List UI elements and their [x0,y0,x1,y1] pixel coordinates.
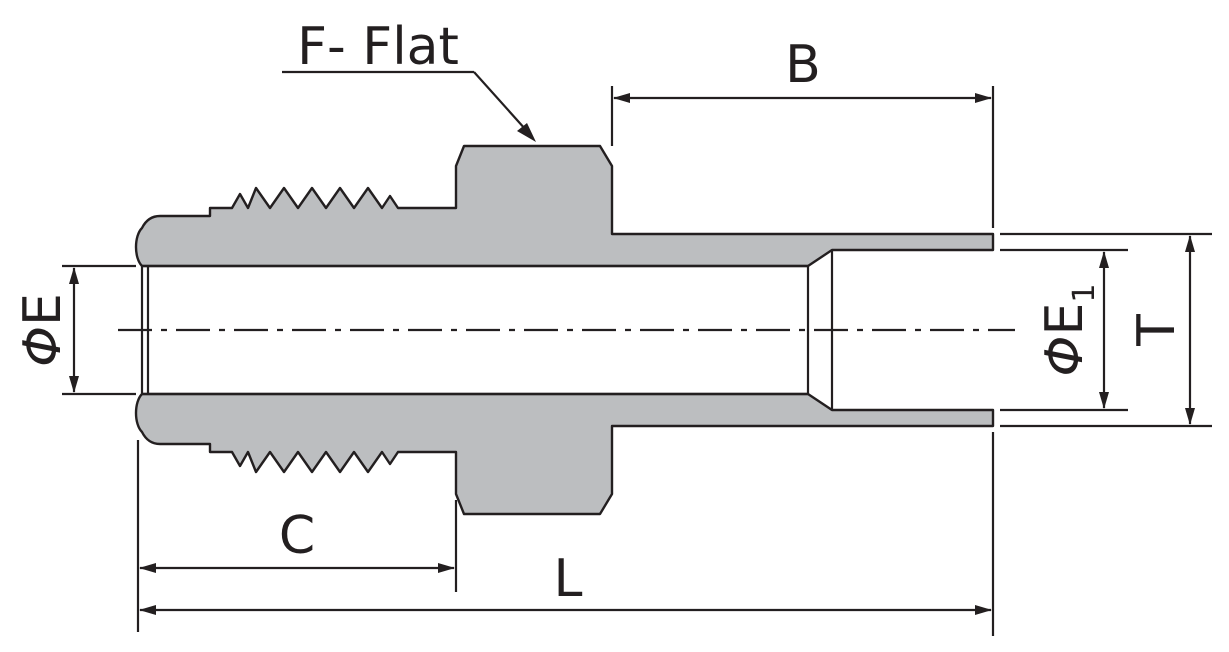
c-arrow-left [139,563,156,573]
fitting-lower-wall [134,392,995,516]
l-arrow-left [139,605,156,615]
c-arrow-right [438,563,455,573]
t-label: T [1127,314,1187,347]
flat-leader [473,71,527,131]
flat-leader-arrow [517,123,536,142]
l-label: L [554,549,583,609]
c-label: C [279,506,315,566]
l-arrow-right [975,605,992,615]
e-arrow-top [69,267,79,284]
e1-arrow-bottom [1099,392,1109,409]
dimension-t: T [1000,232,1212,428]
fitting-body [134,144,995,516]
fitting-upper-wall [134,144,995,268]
e1-label: ΦE1 [1035,284,1102,377]
b-label: B [785,35,821,95]
flat-callout: F- Flat [282,17,536,142]
dimension-c: C [136,440,458,632]
e-label: ΦE [13,293,73,367]
e1-arrow-top [1099,251,1109,268]
dimension-e1: ΦE1 [1000,248,1128,412]
b-arrow-right [975,93,992,103]
dimension-b: B [610,35,995,228]
e-arrow-bottom [69,376,79,393]
flat-label: F- Flat [297,17,459,77]
dimension-e: ΦE [13,264,136,396]
t-arrow-top [1185,235,1195,252]
b-arrow-left [613,93,630,103]
t-arrow-bottom [1185,408,1195,425]
dimension-l: L [139,432,995,636]
